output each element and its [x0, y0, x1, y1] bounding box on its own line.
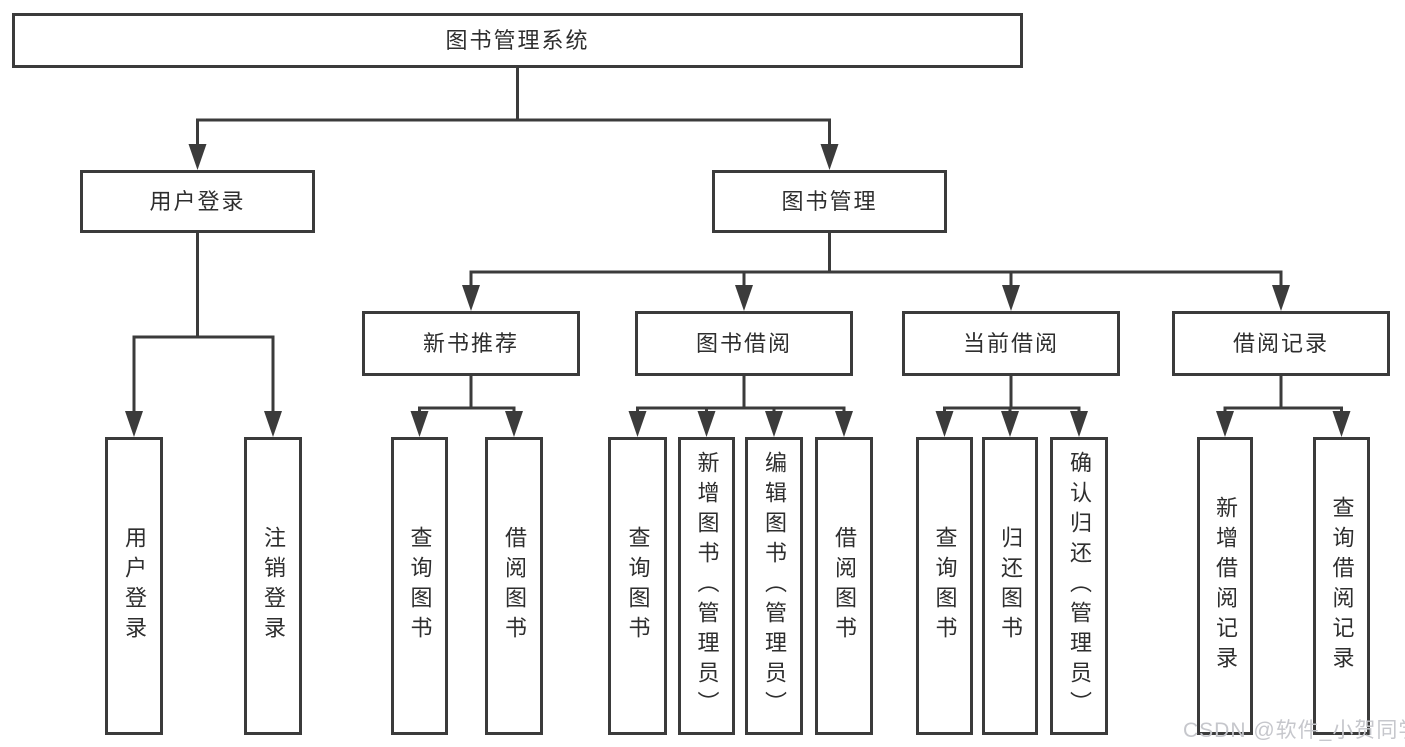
node-label-cb-confirm: 确认归还（管理员）: [1067, 451, 1092, 721]
node-leaf-user-login: 用户登录: [105, 437, 163, 735]
node-label-bb-add: 新增图书（管理员）: [694, 451, 720, 721]
csdn-watermark: CSDN @软件_小贺同学: [1183, 719, 1405, 742]
node-nb-query: 查询图书: [391, 437, 448, 735]
node-root: 图书管理系统: [12, 13, 1023, 68]
node-book-mgmt: 图书管理: [712, 170, 947, 233]
node-user-login: 用户登录: [80, 170, 315, 233]
node-br-add: 新增借阅记录: [1197, 437, 1253, 735]
node-nb-borrow: 借阅图书: [485, 437, 543, 735]
node-label-leaf-logout: 注销登录: [261, 526, 286, 646]
node-label-bb-query: 查询图书: [625, 526, 651, 646]
node-bb-query: 查询图书: [608, 437, 667, 735]
node-cb-return: 归还图书: [982, 437, 1038, 735]
node-bb-edit: 编辑图书（管理员）: [745, 437, 803, 735]
node-cb-query: 查询图书: [916, 437, 973, 735]
node-borrow-rec: 借阅记录: [1172, 311, 1390, 376]
node-br-query: 查询借阅记录: [1313, 437, 1370, 735]
node-label-nb-borrow: 借阅图书: [502, 526, 527, 646]
node-bb-add: 新增图书（管理员）: [678, 437, 735, 735]
node-label-leaf-user-login: 用户登录: [122, 526, 147, 646]
node-label-bb-edit: 编辑图书（管理员）: [762, 451, 787, 721]
node-leaf-logout: 注销登录: [244, 437, 302, 735]
node-label-br-query: 查询借阅记录: [1329, 496, 1355, 676]
node-label-root: 图书管理系统: [445, 27, 590, 53]
node-label-nb-query: 查询图书: [407, 526, 433, 646]
node-label-br-add: 新增借阅记录: [1213, 496, 1238, 676]
node-label-new-rec: 新书推荐: [422, 330, 519, 356]
node-label-cb-query: 查询图书: [932, 526, 958, 646]
node-cb-confirm: 确认归还（管理员）: [1050, 437, 1108, 735]
node-label-borrow-rec: 借阅记录: [1232, 330, 1329, 356]
node-label-cur-borrow: 当前借阅: [962, 330, 1059, 356]
node-book-borrow: 图书借阅: [635, 311, 853, 376]
node-new-rec: 新书推荐: [362, 311, 580, 376]
node-bb-borrow: 借阅图书: [815, 437, 873, 735]
node-label-book-mgmt: 图书管理: [781, 188, 878, 214]
node-label-user-login: 用户登录: [149, 188, 246, 214]
node-cur-borrow: 当前借阅: [902, 311, 1120, 376]
node-label-book-borrow: 图书借阅: [695, 330, 792, 356]
node-label-bb-borrow: 借阅图书: [832, 526, 857, 646]
node-label-cb-return: 归还图书: [998, 526, 1023, 646]
